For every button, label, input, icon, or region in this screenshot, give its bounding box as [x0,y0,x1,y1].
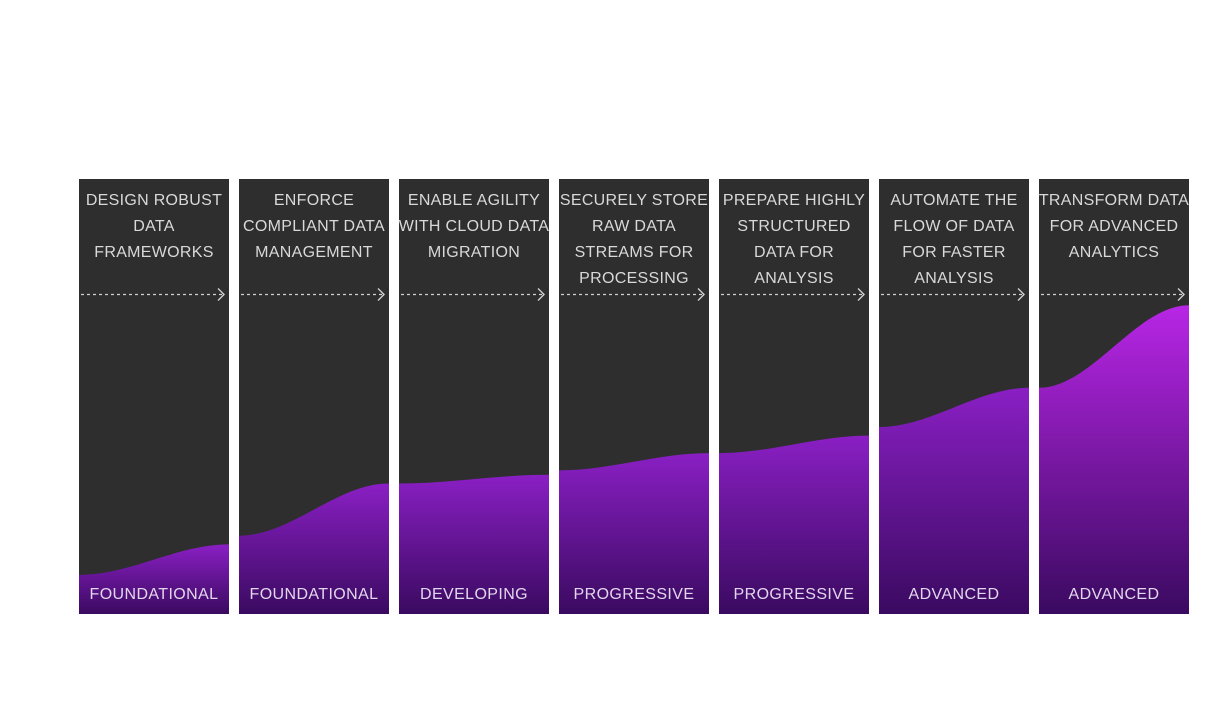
stage-panel-6: AUTOMATE THE FLOW OF DATA FOR FASTER ANALYS… [879,179,1029,614]
maturity-fill [879,387,1029,614]
stage-title-line: WITH CLOUD DATA [399,218,550,235]
arrow-head-icon [857,288,865,301]
stage-title-line: FOR FASTER [902,244,1005,261]
stage-title-line: STREAMS FOR [575,244,694,261]
stage-title-line: DATA [133,218,175,235]
arrow-head-icon [217,288,225,301]
stage-panel-4: SECURELY STORE RAW DATA STREAMS FOR PROCESS… [559,179,709,614]
maturity-fill [559,453,709,614]
stage-panel-2: ENFORCE COMPLIANT DATA MANAGEMENT FOUNDATIO… [239,179,389,614]
stage-title-line: TRANSFORM DATA [1039,192,1189,209]
stage-title-line: ANALYTICS [1069,244,1159,261]
stage-title-line: FLOW OF DATA [893,218,1014,235]
stage-title-line: FOR ADVANCED [1050,218,1179,235]
stage-title-line: STRUCTURED [737,218,850,235]
stage-title-line: PREPARE HIGHLY [723,192,865,209]
maturity-fill [399,474,549,614]
stage-title-line: RAW DATA [592,218,676,235]
maturity-fill [1039,305,1189,614]
stage-title-line: PROCESSING [579,270,689,287]
stage-level-label: PROGRESSIVE [574,586,695,603]
arrow-head-icon [537,288,545,301]
arrow-head-icon [1017,288,1025,301]
stage-panel-1: DESIGN ROBUST DATA FRAMEWORKS FOUNDATIONAL [79,179,229,614]
stage-title-line: ENABLE AGILITY [408,192,540,209]
stage-title-line: ENFORCE [274,192,354,209]
stage-title-line: COMPLIANT DATA [243,218,385,235]
stage-level-label: PROGRESSIVE [734,586,855,603]
arrow-head-icon [377,288,385,301]
stage-title-line: DESIGN ROBUST [86,192,222,209]
panel-background [79,179,229,614]
stage-title-line: DATA FOR [754,244,834,261]
stage-title-line: MANAGEMENT [255,244,373,261]
stage-panel-7: TRANSFORM DATA FOR ADVANCED ANALYTICS ADVAN… [1039,179,1189,614]
stage-title-line: FRAMEWORKS [94,244,213,261]
arrow-head-icon [697,288,705,301]
stage-level-label: FOUNDATIONAL [250,586,379,603]
stage-level-label: ADVANCED [1069,586,1160,603]
stage-title-line: SECURELY STORE [560,192,708,209]
maturity-fill [79,544,229,614]
stage-title-line: MIGRATION [428,244,520,261]
stage-title-line: ANALYSIS [754,270,833,287]
stage-panel-3: ENABLE AGILITY WITH CLOUD DATA MIGRATION DE… [399,179,550,614]
stage-title-line: AUTOMATE THE [890,192,1017,209]
stage-title-line: ANALYSIS [914,270,993,287]
stage-level-label: FOUNDATIONAL [90,586,219,603]
stage-level-label: DEVELOPING [420,586,528,603]
stage-level-label: ADVANCED [909,586,1000,603]
arrow-head-icon [1177,288,1185,301]
stage-panels: DESIGN ROBUSTDATAFRAMEWORKSFOUNDATIONALE… [79,179,1189,614]
maturity-fill [239,483,389,614]
maturity-fill [719,435,869,614]
stage-panel-5: PREPARE HIGHLY STRUCTURED DATA FOR ANALYSIS… [719,179,869,614]
